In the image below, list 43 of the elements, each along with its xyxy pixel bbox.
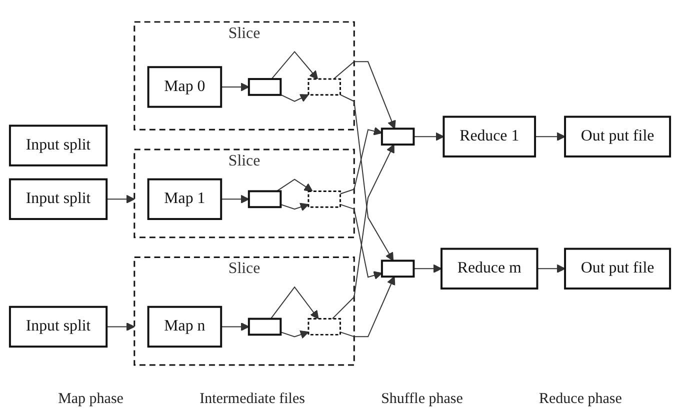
arrow <box>413 264 442 274</box>
arrow <box>340 126 382 194</box>
node-box <box>380 260 415 278</box>
arrow <box>106 194 135 204</box>
node-box <box>308 318 341 336</box>
node-box <box>248 190 282 208</box>
node-box: Input split <box>8 306 108 348</box>
arrow <box>280 202 309 212</box>
node-box: Input split <box>8 178 108 220</box>
node-box: Map 0 <box>147 66 222 108</box>
arrow <box>413 132 444 142</box>
node-box: Map 1 <box>147 178 222 220</box>
node-box <box>308 78 341 96</box>
phase-label: Intermediate files <box>200 391 305 408</box>
arrow <box>106 322 135 332</box>
phase-label: Reduce phase <box>539 391 622 408</box>
arrow <box>536 264 566 274</box>
node-box: Map n <box>147 306 222 348</box>
arrow <box>340 276 396 338</box>
arrow <box>270 286 319 320</box>
node-box: Reduce m <box>440 248 538 290</box>
phase-label: Shuffle phase <box>381 391 463 408</box>
arrow <box>280 330 309 339</box>
arrow <box>333 61 396 130</box>
arrow <box>276 178 313 192</box>
arrow <box>280 94 309 102</box>
arrow <box>534 132 566 142</box>
arrow <box>340 94 394 262</box>
node-box: Input split <box>8 124 108 166</box>
node-box <box>248 318 282 336</box>
node-box <box>308 190 341 208</box>
node-box <box>380 128 415 146</box>
arrow <box>220 322 250 332</box>
phase-label: Map phase <box>58 391 124 408</box>
arrow <box>271 51 318 80</box>
node-box: Out put file <box>564 116 672 158</box>
node-box: Out put file <box>564 248 672 290</box>
node-box <box>248 78 282 96</box>
arrow <box>220 82 250 92</box>
arrow <box>340 204 382 280</box>
arrow <box>332 144 394 320</box>
arrow <box>220 194 250 204</box>
node-box: Reduce 1 <box>442 116 536 158</box>
